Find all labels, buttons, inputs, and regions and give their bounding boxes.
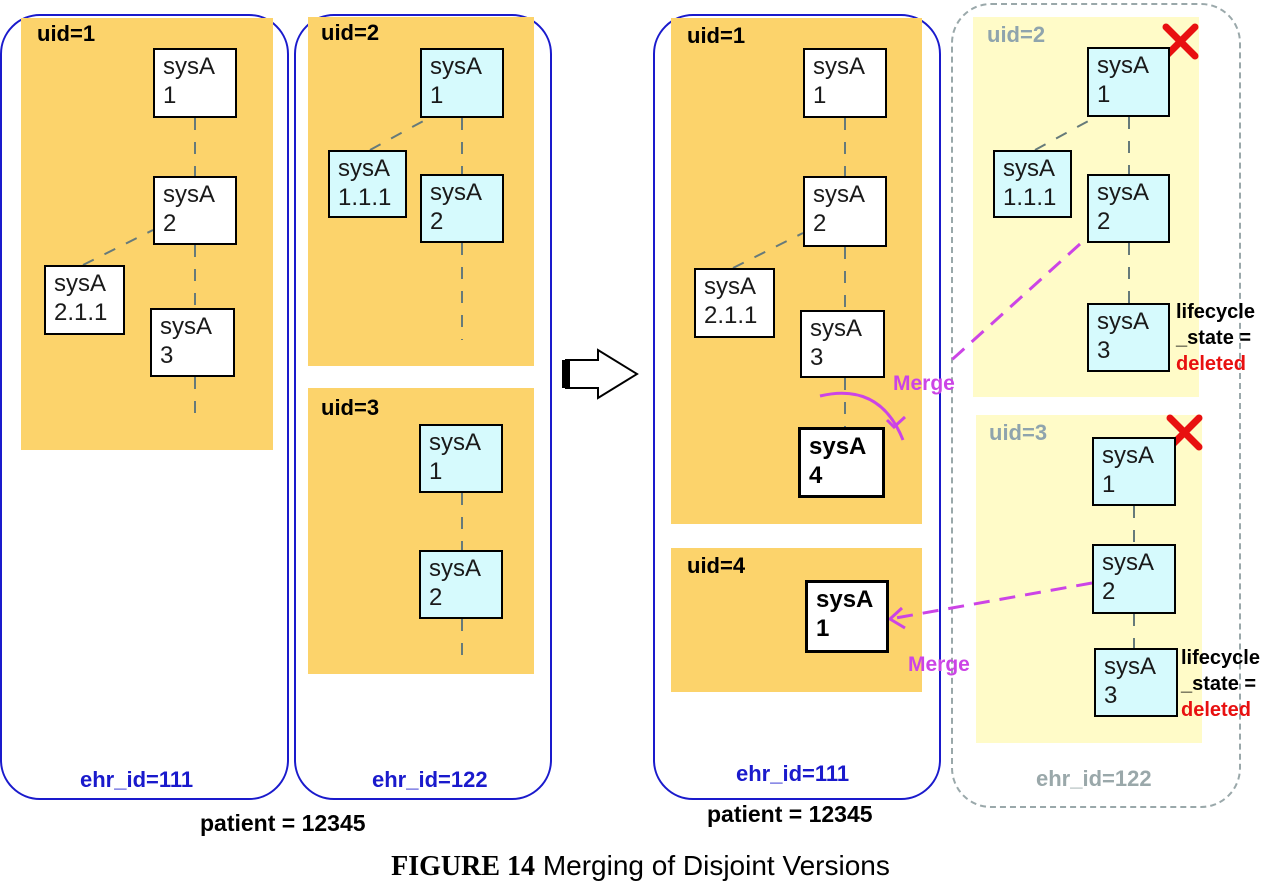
ehr-id-label: ehr_id=111	[736, 761, 850, 786]
deleted-cross-icons	[1162, 23, 1203, 451]
patient-label: patient = 12345	[707, 801, 873, 827]
ehr-id-label: ehr_id=111	[80, 767, 194, 792]
figure-caption: FIGURE 14 Merging of Disjoint Versions	[0, 850, 1281, 883]
uid-label: uid=4	[687, 553, 746, 578]
merge-label: Merge	[908, 653, 970, 676]
uid-label: uid=1	[687, 23, 746, 48]
lifecycle-state-label: lifecycle _state = deleted	[1176, 301, 1255, 375]
ehr-container-111-left	[0, 14, 289, 800]
uid-label: uid=3	[989, 420, 1048, 445]
uid-label: uid=3	[321, 395, 380, 420]
patient-label: patient = 12345	[200, 810, 366, 836]
uid-label: uid=1	[37, 21, 96, 46]
ehr-id-label: ehr_id=122	[1036, 766, 1152, 791]
uid-label: uid=2	[987, 22, 1046, 47]
figure-number: FIGURE 14	[391, 851, 536, 882]
figure-title: Merging of Disjoint Versions	[542, 850, 890, 881]
ehr-id-label: ehr_id=122	[372, 767, 488, 792]
merge-arrowheads	[885, 415, 907, 630]
merge-arrows	[819, 242, 1093, 621]
ehr-container-122-right-deleted	[951, 3, 1241, 808]
lifecycle-state-label: lifecycle _state = deleted	[1181, 647, 1260, 721]
merge-label: Merge	[893, 372, 955, 395]
transition-arrow-icon	[565, 348, 639, 400]
ehr-container-111-right	[653, 14, 941, 800]
uid-label: uid=2	[321, 20, 380, 45]
ehr-container-122-left	[294, 14, 552, 800]
version-connectors	[82, 112, 1135, 660]
deleted-value: deleted	[1176, 353, 1247, 375]
deleted-value: deleted	[1181, 699, 1252, 721]
